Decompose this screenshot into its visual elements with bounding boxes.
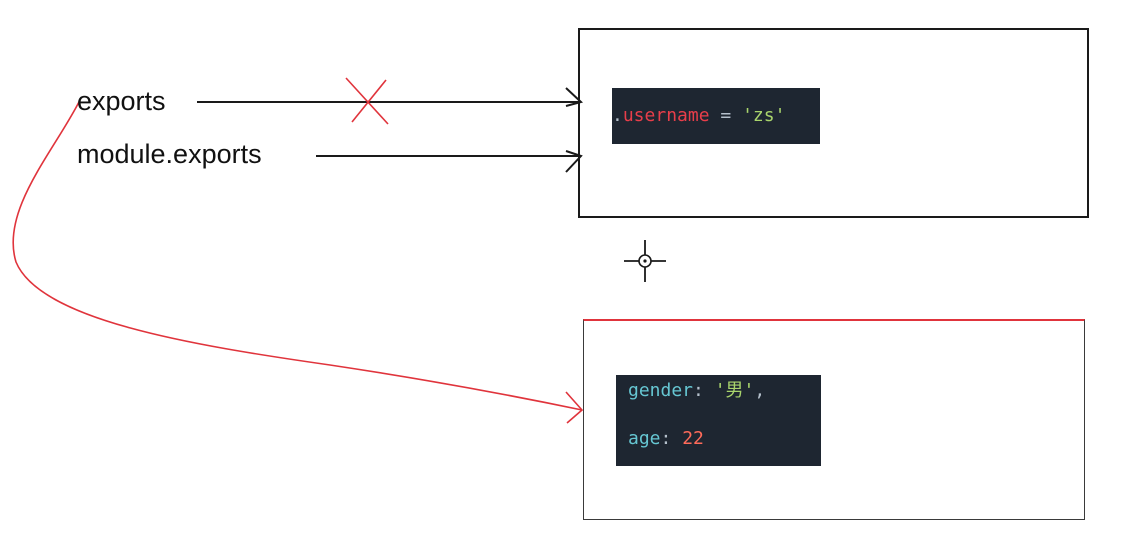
code-token-dot: . <box>612 105 623 126</box>
exports-reassign-arrow <box>12 99 583 411</box>
exports-arrowhead <box>565 87 584 107</box>
code-token-gender-value: '男' <box>714 380 755 401</box>
exports-label: exports <box>77 86 166 116</box>
cross-mark-icon <box>345 77 389 125</box>
code-token-gender: gender <box>628 380 694 401</box>
code-token-comma: , <box>754 380 766 401</box>
code-line-gender: gender: '男', <box>628 379 821 403</box>
module-exports-arrowhead <box>565 150 583 173</box>
code-token-equals: = <box>709 105 743 126</box>
code-token-age-value: 22 <box>682 428 704 449</box>
code-token-age: age <box>628 428 661 449</box>
code-line-username: .username = 'zs' <box>612 104 820 128</box>
crosshair-cursor-icon <box>624 240 666 282</box>
code-token-username: username <box>622 105 710 126</box>
bottom-code-snippet: gender: '男', age: 22 <box>616 375 821 466</box>
code-token-zs: 'zs' <box>742 105 786 126</box>
exports-reassign-arrowhead <box>565 391 584 424</box>
code-token-colon: : <box>660 428 683 449</box>
code-line-age: age: 22 <box>628 427 821 451</box>
top-code-snippet: .username = 'zs' <box>612 88 820 144</box>
module-exports-label: module.exports <box>77 139 262 169</box>
code-token-colon: : <box>693 380 715 401</box>
